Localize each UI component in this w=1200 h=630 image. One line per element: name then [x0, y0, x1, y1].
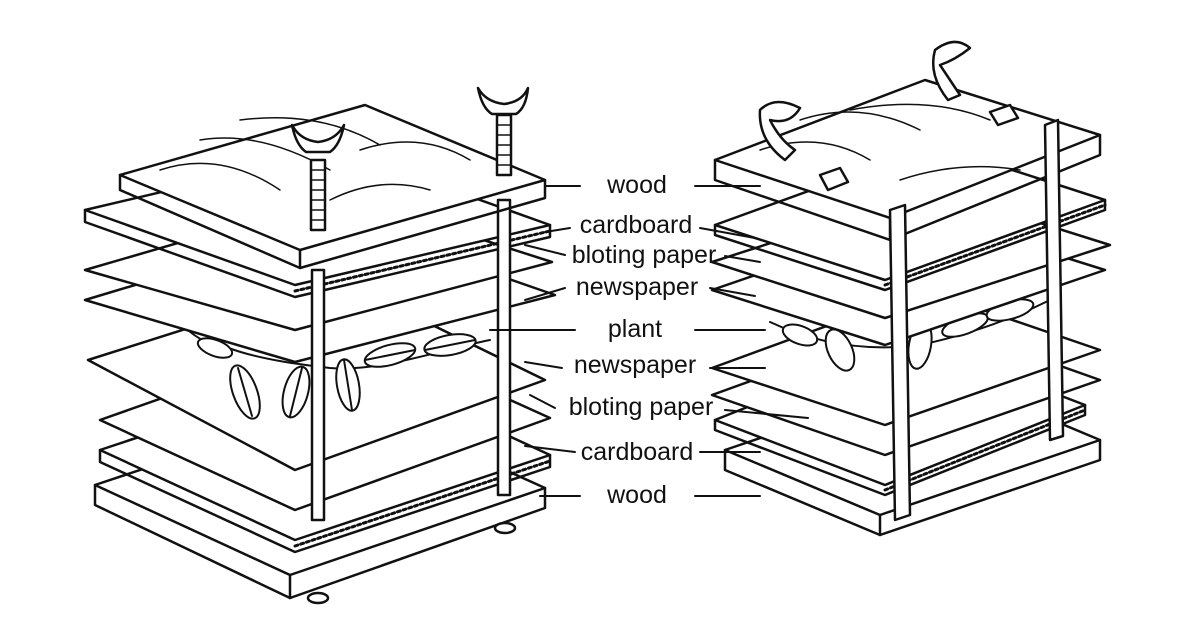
label-wood-top: wood	[607, 171, 667, 199]
right-press-straps	[758, 40, 1065, 522]
label-newspaper-top: newspaper	[575, 273, 699, 301]
label-bloting-paper-top: bloting paper	[571, 241, 717, 269]
label-newspaper-bottom: newspaper	[573, 351, 697, 379]
left-wing-nut-near	[290, 123, 346, 232]
label-bloting-paper-bottom: bloting paper	[568, 393, 714, 421]
label-cardboard-bottom: cardboard	[580, 438, 694, 466]
left-bolt-rods	[310, 198, 512, 522]
left-plant-specimen	[174, 314, 491, 420]
label-wood-bottom: wood	[607, 481, 667, 509]
left-wing-nut-far	[476, 86, 530, 177]
left-top-wood-board	[118, 103, 547, 270]
left-press-bolted	[83, 86, 557, 605]
label-plant: plant	[607, 315, 663, 343]
label-cardboard-top: cardboard	[579, 211, 693, 239]
right-press-strapped	[710, 40, 1112, 537]
label-leader-lines	[489, 185, 809, 497]
